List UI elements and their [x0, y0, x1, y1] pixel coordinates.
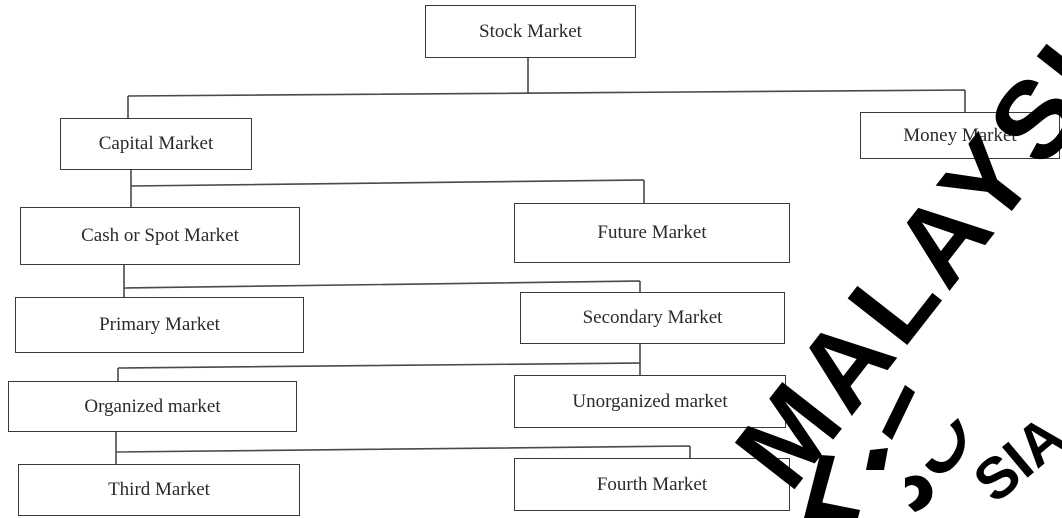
node-secondary-market: Secondary Market — [520, 292, 785, 344]
node-unorganized-market: Unorganized market — [514, 375, 786, 428]
connector-cash-to-primary-secondary — [123, 265, 641, 297]
node-money-market: Money Market — [860, 112, 1060, 159]
connector-organized-to-third-fourth — [115, 432, 691, 464]
node-capital-market: Capital Market — [60, 118, 252, 170]
node-cash-or-spot-market: Cash or Spot Market — [20, 207, 300, 265]
node-third-market: Third Market — [18, 464, 300, 516]
node-fourth-market: Fourth Market — [514, 458, 790, 511]
node-organized-market: Organized market — [8, 381, 297, 432]
connector-stock-to-capital-money — [127, 58, 966, 118]
node-stock-market: Stock Market — [425, 5, 636, 58]
node-future-market: Future Market — [514, 203, 790, 263]
connector-secondary-to-organized-unorganized — [117, 344, 641, 381]
node-primary-market: Primary Market — [15, 297, 304, 353]
connector-capital-to-cash-future — [130, 170, 645, 207]
